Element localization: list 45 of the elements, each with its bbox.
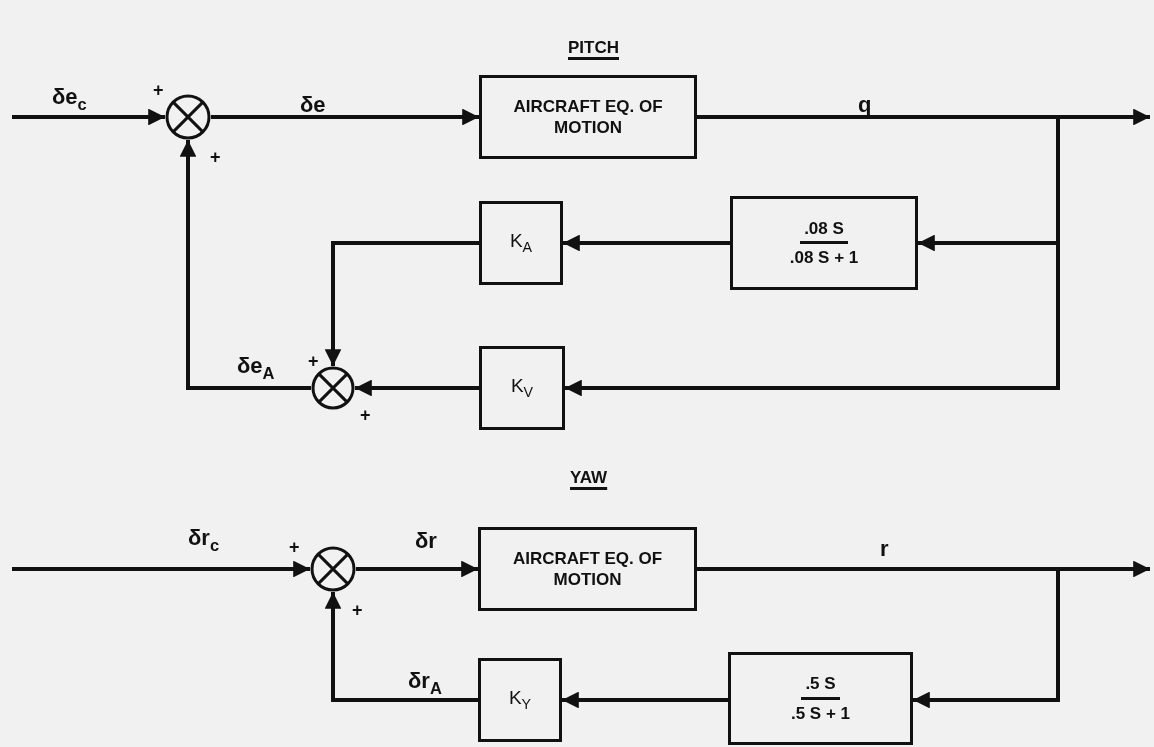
signal-label: δe$_{c}$ <box>52 86 87 113</box>
transfer-block <box>479 201 563 285</box>
block-text: AIRCRAFT EQ. OF MOTION <box>512 95 664 139</box>
section-heading: YAW <box>570 468 608 488</box>
sign-label: + <box>289 537 300 558</box>
block-text: K$_{V}$ <box>510 374 534 402</box>
sign-label: + <box>360 405 371 426</box>
summing-junction <box>165 94 211 140</box>
signal-label: δr <box>415 530 437 552</box>
sign-label: + <box>308 351 319 372</box>
section-heading: PITCH <box>568 38 619 58</box>
block-text: AIRCRAFT EQ. OF MOTION <box>511 547 664 591</box>
transfer-block <box>478 658 562 742</box>
numerator: .5 S <box>801 673 840 700</box>
signal-label: δe <box>300 94 326 116</box>
signal-label: δr$_{c}$ <box>188 527 220 554</box>
signal-arrow <box>356 560 478 578</box>
signal-arrow <box>324 241 479 366</box>
denominator: .08 S + 1 <box>789 247 859 269</box>
block-text: K$_{Y}$ <box>508 686 532 714</box>
sign-label: + <box>352 600 363 621</box>
signal-arrow <box>355 379 479 397</box>
transfer-block <box>478 527 697 611</box>
signal-label: δe$_{A}$ <box>237 355 275 382</box>
signal-arrow <box>562 691 728 709</box>
summing-junction <box>310 546 356 592</box>
signal-arrow <box>179 140 311 390</box>
signal-arrow <box>324 592 478 702</box>
signal-label: δr$_{A}$ <box>408 670 442 697</box>
signal-arrow <box>12 560 310 578</box>
sign-label: + <box>210 147 221 168</box>
sign-label: + <box>153 80 164 101</box>
denominator: .5 S + 1 <box>790 702 851 724</box>
transfer-block <box>730 196 918 290</box>
transfer-block <box>479 75 697 159</box>
transfer-block <box>728 652 913 745</box>
signal-label: r <box>880 538 889 560</box>
signal-arrow <box>563 234 730 252</box>
signal-arrow <box>211 108 479 126</box>
block-text: K$_{A}$ <box>509 229 533 257</box>
signal-arrow <box>565 115 1060 397</box>
signal-arrow <box>12 108 165 126</box>
numerator: .08 S <box>800 217 848 244</box>
summing-junction <box>311 366 355 410</box>
transfer-block <box>479 346 565 430</box>
